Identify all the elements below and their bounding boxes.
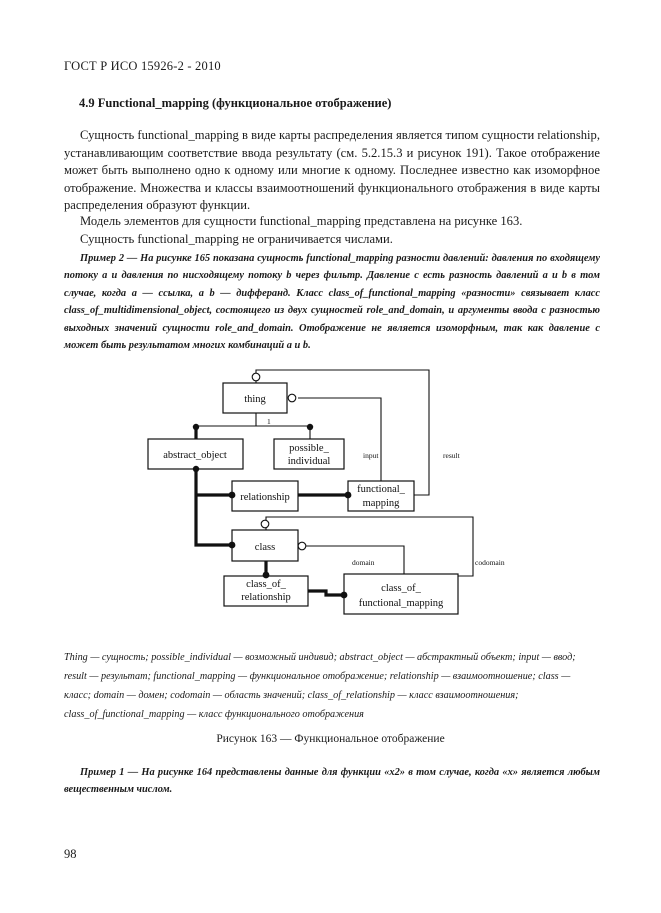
input-role-label: input: [363, 451, 379, 460]
thick-connectors: [194, 426, 348, 597]
label-functional-mapping-1: functional_: [357, 484, 406, 495]
thin-connectors: [196, 369, 474, 577]
open-circles: [251, 372, 307, 551]
example-2: Пример 2 — На рисунке 165 показана сущно…: [64, 253, 600, 352]
paragraph-not-limited: Сущность functional_mapping не ограничив…: [80, 232, 393, 246]
label-possible-individual-2: individual: [288, 456, 331, 467]
example-1: Пример 1 — На рисунке 164 представлены д…: [64, 767, 600, 796]
box-possible-individual: [273, 438, 345, 470]
cardinality-one-label: 1: [267, 417, 271, 426]
box-thing: [222, 382, 288, 414]
label-abstract-object: abstract_object: [163, 450, 227, 461]
label-functional-mapping-2: mapping: [363, 498, 400, 509]
domain-role-label: domain: [352, 558, 375, 567]
section-title: 4.9 Functional_mapping (функциональное о…: [79, 96, 392, 110]
page-number: 98: [64, 847, 77, 861]
figure-caption: Рисунок 163 — Функциональное отображение: [216, 733, 445, 745]
label-class-of-relationship-1: class_of_: [246, 579, 286, 590]
label-class-of-functional-mapping-2: functional_mapping: [359, 598, 444, 609]
document-header: ГОСТ Р ИСО 15926-2 - 2010: [64, 59, 221, 73]
figure-legend: Thing — сущность; possible_individual — …: [64, 652, 576, 720]
label-class-of-functional-mapping-1: class_of_: [381, 583, 421, 594]
paragraph-model: Модель элементов для сущности functional…: [80, 214, 523, 228]
label-possible-individual-1: possible_: [289, 443, 329, 454]
relationship-dots: [192, 423, 352, 599]
label-thing: thing: [244, 394, 266, 405]
label-class-of-relationship-2: relationship: [241, 592, 291, 603]
result-role-label: result: [443, 451, 461, 460]
label-class: class: [255, 542, 275, 553]
label-relationship: relationship: [240, 492, 290, 503]
paragraph-definition: Сущность functional_mapping в виде карты…: [64, 128, 600, 213]
codomain-role-label: codomain: [475, 558, 505, 567]
